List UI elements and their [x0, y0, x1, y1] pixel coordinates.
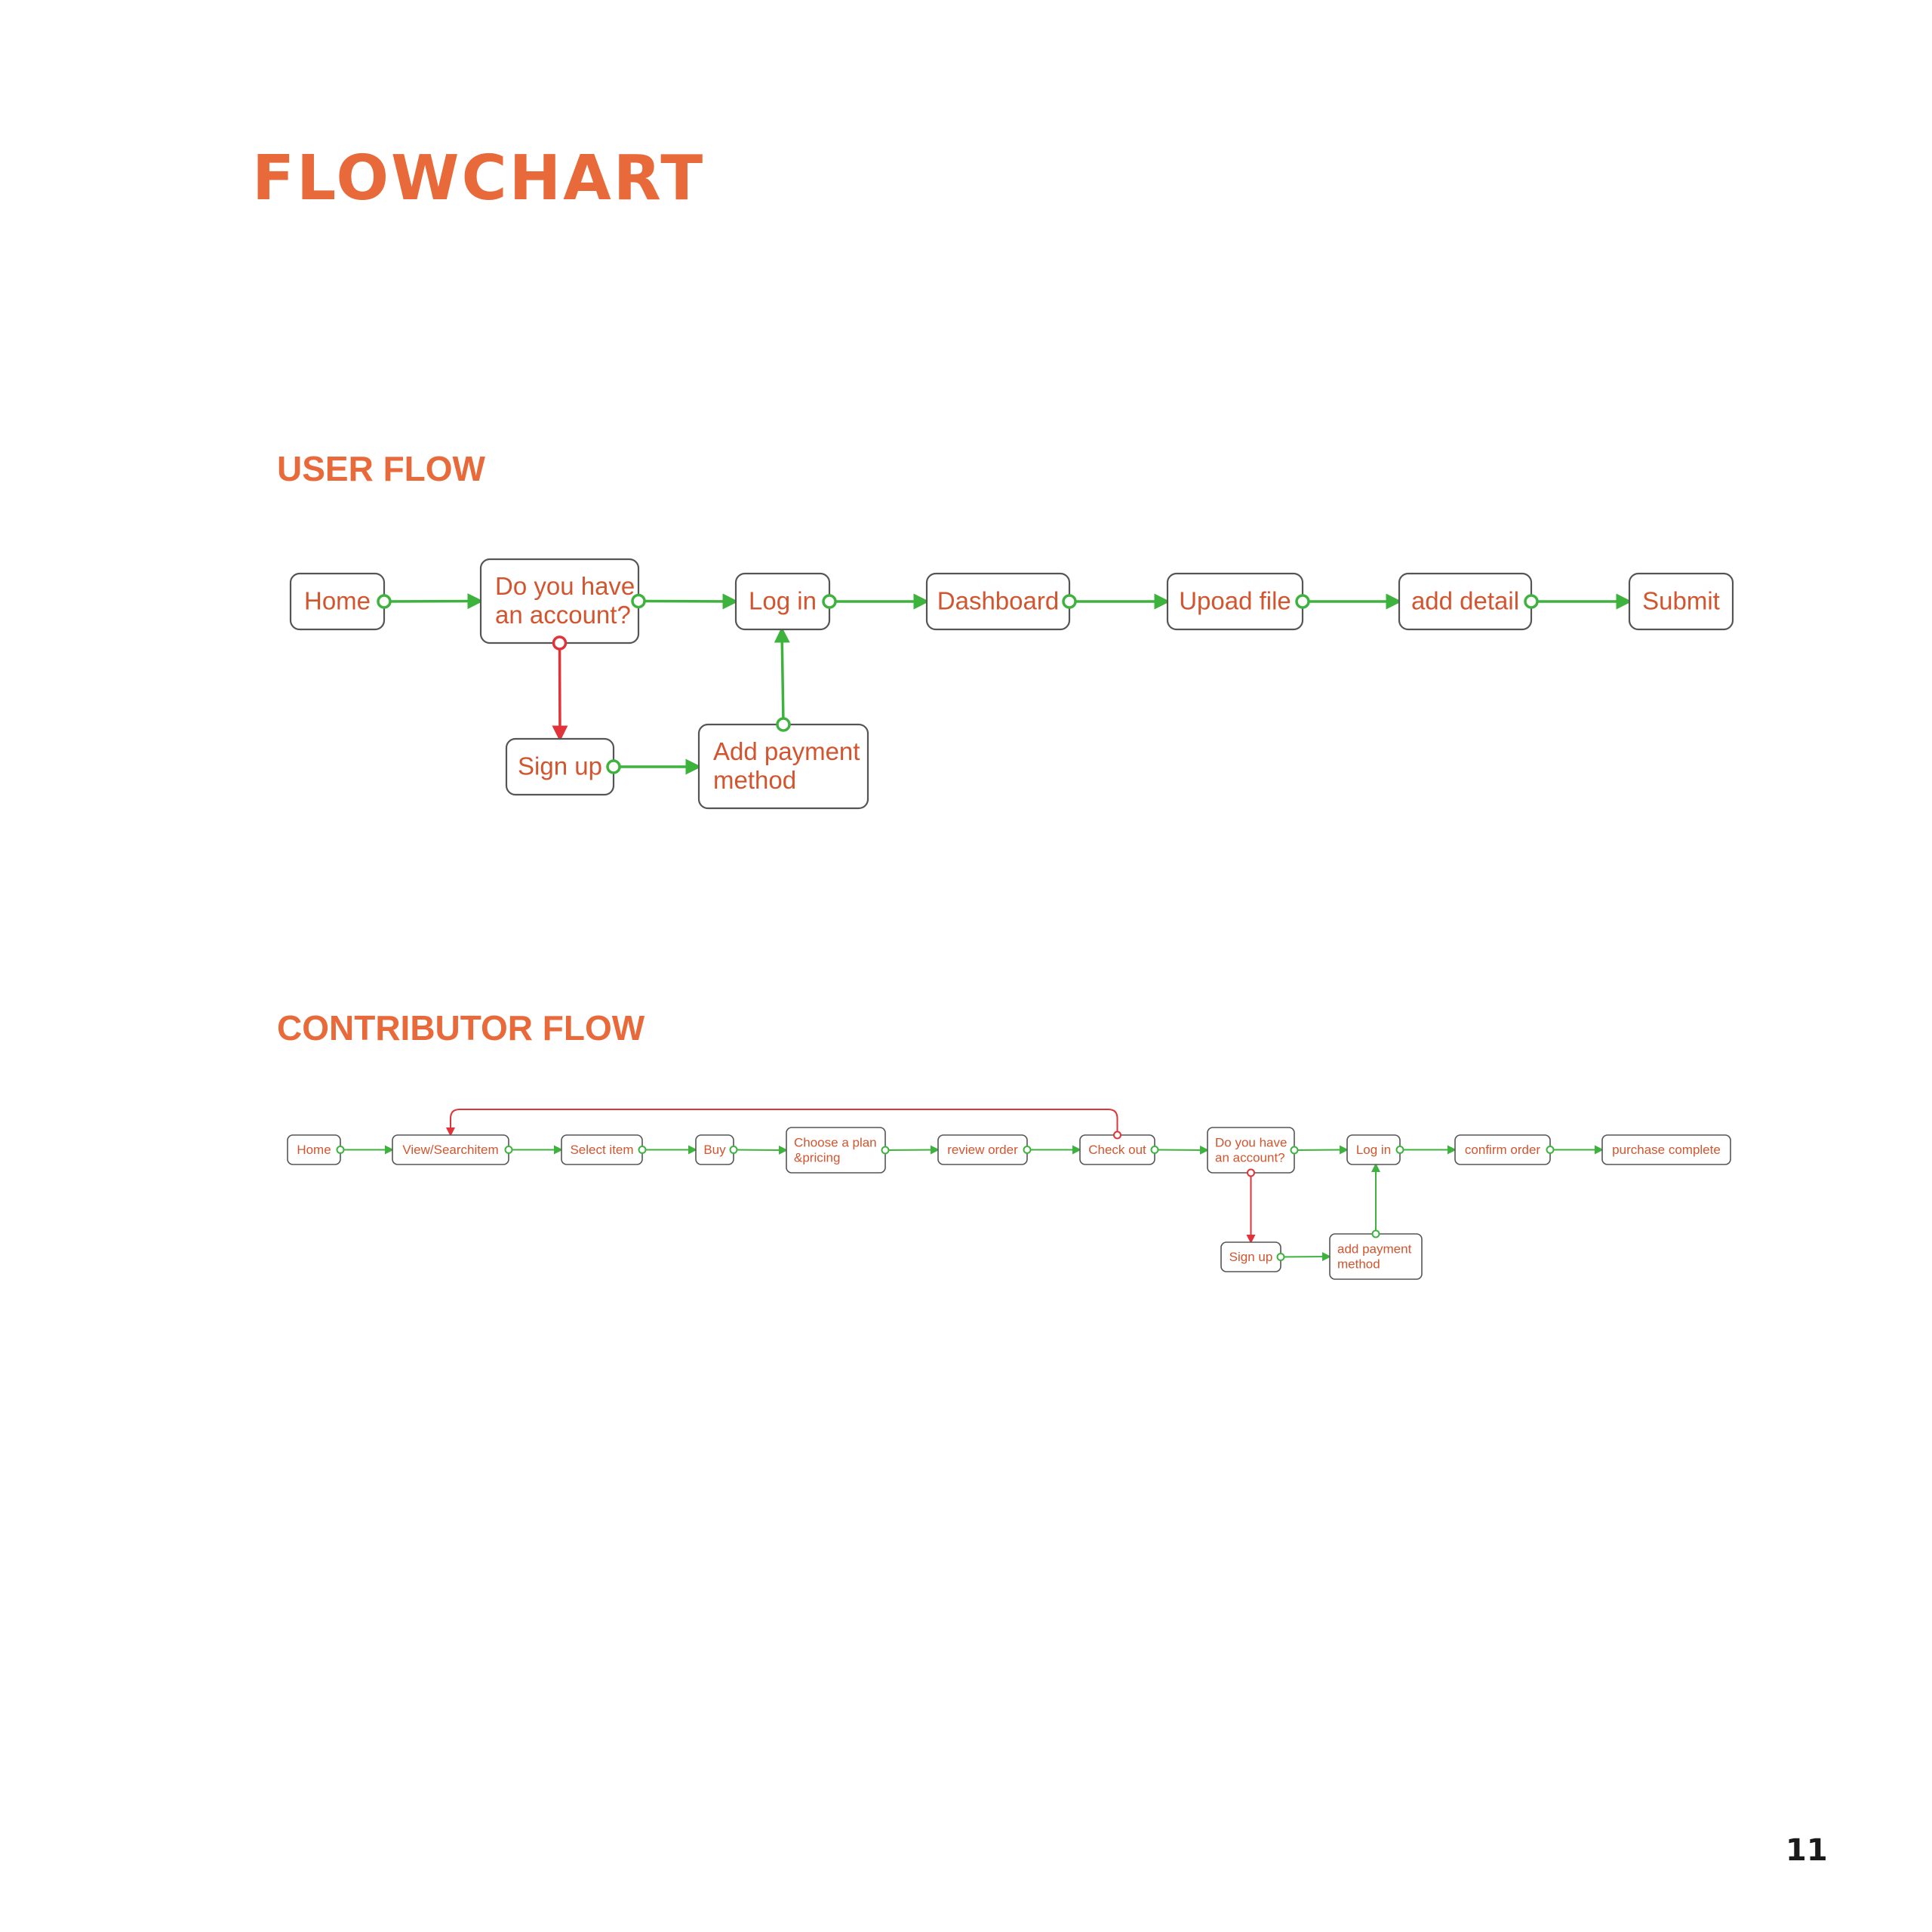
node-label: Choose a plan [794, 1136, 877, 1150]
user-edge-payment-login [774, 626, 790, 725]
contributor-flow-node-select: Select item [561, 1134, 643, 1165]
node-label: method [1337, 1257, 1380, 1272]
contrib-edge-login-confirm-port [1395, 1146, 1404, 1154]
node-label: &pricing [794, 1151, 840, 1165]
node-label: add payment [1337, 1242, 1412, 1257]
contributor-flow-node-buy: Buy [695, 1134, 734, 1165]
user-edge-upload-detail-port [1295, 594, 1310, 609]
node-label: Buy [703, 1143, 726, 1157]
node-label: Sign up [518, 752, 602, 780]
node-label: review order [947, 1143, 1018, 1157]
contrib-edge-review-checkout-port [1023, 1146, 1032, 1154]
contributor-flow-node-complete: purchase complete [1601, 1134, 1731, 1165]
contrib-edge-checkout-account [1154, 1145, 1209, 1155]
user-flow-node-detail: add detail [1398, 572, 1533, 631]
node-box [1601, 1134, 1731, 1165]
user-edge-account-login [638, 593, 739, 610]
contrib-edge-account-signup-port [1247, 1168, 1255, 1177]
node-label: confirm order [1465, 1143, 1540, 1157]
contrib-edge-checkout-view-loop-port [1113, 1131, 1121, 1140]
contributor-flow-node-login: Log in [1346, 1134, 1401, 1165]
user-edge-dashboard-upload-port [1062, 594, 1077, 609]
node-label: Home [297, 1143, 331, 1157]
contributor-flow-heading: CONTRIBUTOR FLOW [277, 1008, 645, 1048]
user-flow-node-login: Log in [734, 572, 831, 631]
user-edge-home-account-port [377, 594, 392, 609]
contrib-edge-confirm-complete-port [1546, 1146, 1555, 1154]
contrib-edge-signup-payment-port [1276, 1253, 1285, 1261]
contributor-flow-node-signup: Sign up [1220, 1241, 1281, 1272]
page-title: FLOWCHART [252, 143, 706, 214]
contrib-edge-plan-review-port [881, 1146, 890, 1155]
node-label: an account? [1215, 1151, 1285, 1165]
user-flow-node-home: Home [289, 572, 386, 631]
node-label: Home [304, 587, 371, 615]
contributor-flow-node-view: View/Searchitem [392, 1134, 509, 1165]
contrib-edge-account-login-port [1290, 1146, 1299, 1155]
node-label: Upoad file [1179, 587, 1291, 615]
contributor-flow-node-home: Home [287, 1134, 341, 1165]
user-edge-home-account [383, 593, 484, 610]
user-edge-account-signup [552, 642, 568, 742]
node-label: an account? [495, 601, 631, 629]
user-edge-detail-submit-port [1524, 594, 1539, 609]
user-flow-node-signup: Sign up [505, 737, 615, 796]
node-label: Log in [749, 587, 817, 615]
contrib-edge-account-login [1294, 1145, 1349, 1155]
user-flow-node-dashboard: Dashboard [925, 572, 1071, 631]
node-label: Select item [570, 1143, 633, 1157]
user-edge-payment-login-port [776, 717, 791, 732]
node-label: Do you have [1215, 1136, 1287, 1150]
user-flow-heading: USER FLOW [277, 449, 485, 488]
contrib-edge-checkout-account-port [1150, 1146, 1159, 1154]
contributor-flow-node-plan: Choose a plan&pricing [786, 1127, 886, 1174]
node-label: method [713, 766, 796, 794]
contrib-edge-home-view-port [336, 1146, 345, 1154]
contrib-edge-payment-login-port [1371, 1229, 1380, 1238]
page-number: 11 [1786, 1833, 1828, 1868]
contrib-edge-buy-plan [733, 1145, 788, 1155]
user-edge-account-login-port [631, 593, 646, 609]
contributor-flow-node-confirm: confirm order [1454, 1134, 1551, 1165]
contributor-flow-node-review: review order [937, 1134, 1028, 1165]
user-edge-account-signup-port [552, 635, 568, 651]
node-label: Dashboard [937, 587, 1059, 615]
node-label: Log in [1356, 1143, 1391, 1157]
node-label: purchase complete [1612, 1143, 1721, 1157]
user-flow-node-submit: Submit [1628, 572, 1734, 631]
user-flow-node-upload: Upoad file [1166, 572, 1304, 631]
node-box [1628, 572, 1734, 631]
node-label: Add payment [713, 737, 860, 765]
node-label: Submit [1642, 587, 1720, 615]
node-label: Do you have [495, 572, 635, 600]
node-label: Check out [1088, 1143, 1146, 1157]
contrib-edge-plan-review [884, 1145, 940, 1155]
contrib-edge-checkout-view-loop [446, 1109, 1118, 1137]
contrib-edge-select-buy-port [638, 1146, 647, 1154]
edges-layer [340, 593, 1632, 1262]
ports-layer [336, 593, 1555, 1261]
node-label: Sign up [1229, 1250, 1273, 1264]
node-label: add detail [1411, 587, 1519, 615]
node-label: View/Searchitem [402, 1143, 498, 1157]
contributor-flow-node-checkout: Check out [1079, 1134, 1155, 1165]
user-edge-signup-payment-port [606, 759, 621, 774]
user-edge-login-dashboard-port [822, 594, 837, 609]
contrib-edge-buy-plan-port [729, 1146, 738, 1154]
contrib-edge-view-select-port [504, 1146, 513, 1154]
